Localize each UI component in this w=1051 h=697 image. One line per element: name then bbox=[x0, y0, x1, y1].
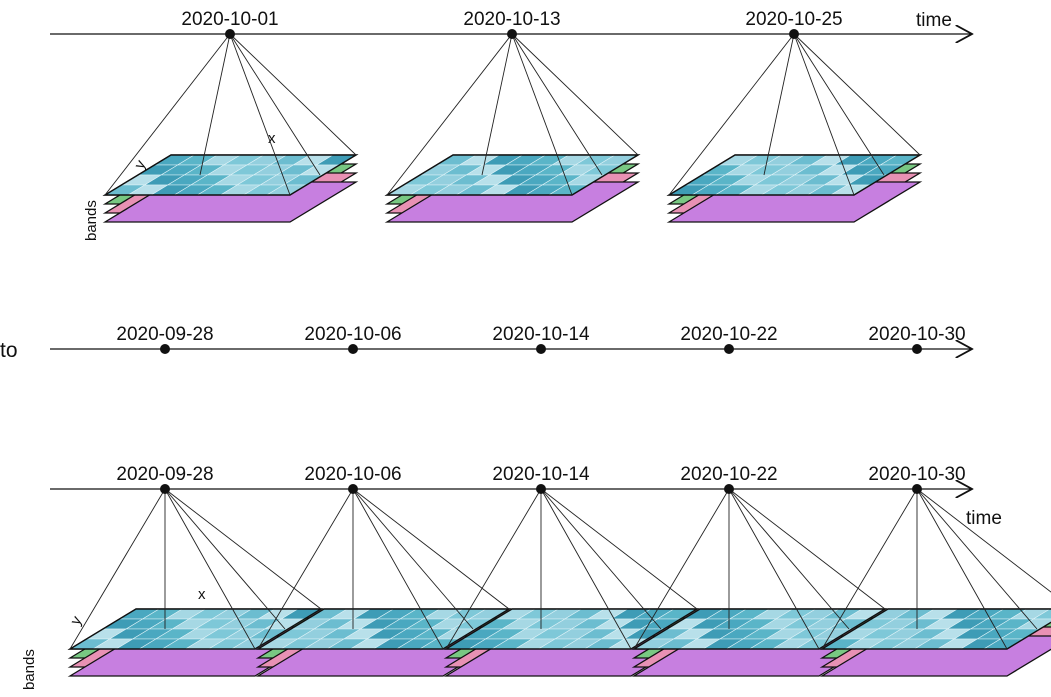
date-label: 2020-10-22 bbox=[680, 464, 777, 485]
time-point bbox=[789, 29, 799, 39]
bands-dimension-label-result: bands bbox=[21, 649, 38, 690]
projection-line bbox=[728, 488, 850, 630]
projection-line bbox=[821, 488, 918, 650]
projection-line bbox=[728, 488, 820, 650]
projection-line bbox=[229, 33, 321, 176]
dates-target: 2020-09-28 2020-10-06 2020-10-14 2020-10-22… bbox=[116, 324, 966, 354]
date-label: 2020-10-14 bbox=[492, 324, 590, 345]
date-label: 2020-10-30 bbox=[868, 324, 965, 345]
time-point bbox=[160, 344, 170, 354]
projection-line bbox=[916, 488, 1008, 650]
projection-line bbox=[352, 488, 444, 650]
raster-tiles bbox=[68, 608, 323, 650]
time-point bbox=[724, 484, 734, 494]
bands-dimension-label-original: bands bbox=[83, 200, 100, 241]
projection-line bbox=[104, 33, 231, 196]
date-label: 2020-09-28 bbox=[116, 324, 213, 345]
projection-line bbox=[511, 33, 603, 176]
projection-line bbox=[352, 488, 474, 630]
projection-line bbox=[728, 488, 886, 610]
projection-line bbox=[793, 33, 855, 196]
projection-line bbox=[164, 488, 322, 610]
y-dimension-label-result: y bbox=[67, 613, 86, 628]
time-point bbox=[536, 484, 546, 494]
time-axis-label-result: time bbox=[966, 508, 1002, 529]
date-label: 2020-10-06 bbox=[304, 464, 401, 485]
date-label: 2020-10-25 bbox=[745, 9, 842, 30]
date-label: 2020-10-06 bbox=[304, 324, 401, 345]
projection-line bbox=[164, 488, 256, 650]
projection-line bbox=[793, 33, 885, 176]
data-cube bbox=[443, 488, 700, 677]
projection-line bbox=[481, 33, 513, 176]
projection-line bbox=[511, 33, 573, 196]
projection-line bbox=[69, 488, 166, 650]
projection-line bbox=[229, 33, 291, 196]
time-point bbox=[160, 484, 170, 494]
raster-tiles bbox=[632, 608, 887, 650]
projection-line bbox=[540, 488, 662, 630]
dates-original: 2020-10-01 2020-10-13 2020-10-25 bbox=[181, 9, 843, 39]
date-label: 2020-10-30 bbox=[868, 464, 965, 485]
date-label: 2020-10-22 bbox=[680, 324, 777, 345]
projection-line bbox=[763, 33, 795, 176]
y-dimension-label-original: y bbox=[131, 157, 150, 172]
projection-line bbox=[540, 488, 698, 610]
data-cube bbox=[255, 488, 512, 677]
data-cube bbox=[666, 33, 923, 223]
projection-line bbox=[257, 488, 354, 650]
x-dimension-label-result: x bbox=[198, 586, 206, 603]
date-label: 2020-10-13 bbox=[463, 9, 560, 30]
projection-line bbox=[352, 488, 510, 610]
data-cubes-result bbox=[67, 488, 1051, 677]
projection-line bbox=[916, 488, 1038, 630]
projection-line bbox=[229, 33, 357, 156]
projection-line bbox=[668, 33, 795, 196]
time-axis-label-original: time bbox=[916, 10, 952, 31]
time-point bbox=[348, 344, 358, 354]
time-point bbox=[912, 344, 922, 354]
data-cube bbox=[384, 33, 641, 223]
date-label: 2020-10-14 bbox=[492, 464, 590, 485]
panel-target: to 2020-09-28 2020-10-06 2020-10-14 2020-10… bbox=[0, 324, 972, 362]
date-label: 2020-10-01 bbox=[181, 9, 278, 30]
time-point bbox=[912, 484, 922, 494]
projection-line bbox=[386, 33, 513, 196]
time-point bbox=[536, 344, 546, 354]
raster-tiles bbox=[256, 608, 511, 650]
to-label: to bbox=[0, 339, 18, 362]
projection-line bbox=[633, 488, 730, 650]
projection-line bbox=[164, 488, 286, 630]
time-point bbox=[507, 29, 517, 39]
dates-result: 2020-09-28 2020-10-06 2020-10-14 2020-10-22… bbox=[116, 464, 966, 494]
data-cube bbox=[819, 488, 1051, 677]
time-point bbox=[348, 484, 358, 494]
raster-tiles bbox=[820, 608, 1051, 650]
time-point bbox=[724, 344, 734, 354]
projection-line bbox=[540, 488, 632, 650]
data-cube bbox=[102, 33, 359, 223]
date-label: 2020-09-28 bbox=[116, 464, 213, 485]
projection-line bbox=[511, 33, 639, 156]
data-cubes-original bbox=[102, 33, 923, 223]
projection-line bbox=[199, 33, 231, 176]
projection-line bbox=[793, 33, 921, 156]
projection-line bbox=[916, 488, 1051, 593]
x-dimension-label-original: x bbox=[268, 130, 276, 147]
projection-line bbox=[445, 488, 542, 650]
time-point bbox=[225, 29, 235, 39]
data-cube bbox=[631, 488, 888, 677]
